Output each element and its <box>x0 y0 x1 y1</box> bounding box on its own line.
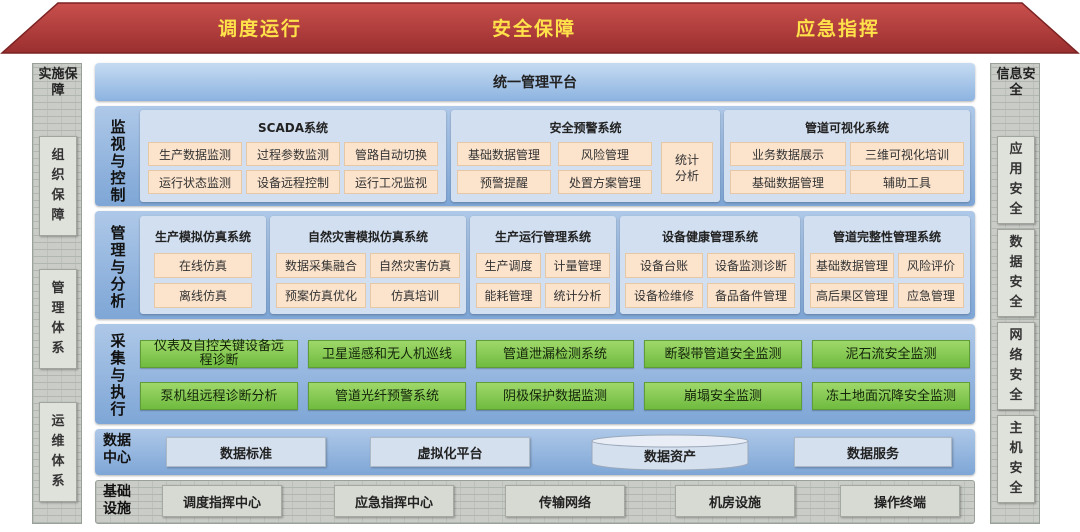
unified-platform-bar: 统一管理平台 <box>95 63 975 101</box>
roof-label-dispatch: 调度运行 <box>218 18 303 40</box>
scada-panel: SCADA系统 生产数据监测 过程参数监测 管路自动切换 运行状态监测 设备远程… <box>140 110 446 202</box>
right-item-host: 主机安全 <box>997 415 1035 503</box>
collect-item: 崩塌安全监测 <box>644 382 802 410</box>
collect-label: 采集与执行 <box>110 332 126 418</box>
data-asset-cylinder-icon <box>591 434 749 471</box>
safety-warning-title: 安全预警系统 <box>549 121 622 135</box>
warning-cell: 预警提醒 <box>457 170 551 194</box>
disaster-sim-title: 自然灾害模拟仿真系统 <box>307 230 428 244</box>
right-column-title: 信息安全 <box>996 67 1036 98</box>
visual-cell: 辅助工具 <box>850 170 964 194</box>
warning-cell: 处置方案管理 <box>558 170 652 194</box>
safety-warning-panel: 安全预警系统 基础数据管理 风险管理 预警提醒 处置方案管理 统计分析 <box>451 110 720 202</box>
server-room-box: 机房设施 <box>675 485 795 517</box>
scada-cell: 生产数据监测 <box>148 142 242 166</box>
emergency-center-box: 应急指挥中心 <box>334 485 454 517</box>
data-standard-box: 数据标准 <box>166 437 326 467</box>
health-cell: 设备检维修 <box>625 283 703 308</box>
disaster-cell: 仿真培训 <box>370 283 460 308</box>
production-sim-panel: 生产模拟仿真系统 在线仿真 离线仿真 <box>140 216 266 314</box>
left-item-organization: 组织保障 <box>39 136 77 236</box>
equipment-health-title: 设备健康管理系统 <box>661 230 758 244</box>
integrity-cell: 基础数据管理 <box>810 253 894 278</box>
ops-cell: 计量管理 <box>545 253 610 278</box>
right-item-application: 应用安全 <box>997 136 1035 224</box>
collect-item: 泥石流安全监测 <box>812 340 970 368</box>
collect-item: 冻土地面沉降安全监测 <box>812 382 970 410</box>
data-asset-label: 数据资产 <box>643 449 696 465</box>
scada-cell: 运行状态监测 <box>148 170 242 194</box>
health-cell: 备品备件管理 <box>707 283 795 308</box>
collect-item: 管道泄漏检测系统 <box>476 340 634 368</box>
right-security-column: 信息安全 应用安全 数据安全 网络安全 主机安全 <box>990 63 1040 524</box>
ops-cell: 能耗管理 <box>476 283 541 308</box>
production-ops-title: 生产运行管理系统 <box>494 230 591 244</box>
ops-cell: 统计分析 <box>545 283 610 308</box>
integrity-cell: 风险评价 <box>898 253 964 278</box>
scada-title: SCADA系统 <box>258 121 328 135</box>
disaster-cell: 数据采集融合 <box>276 253 366 278</box>
warning-cell: 基础数据管理 <box>457 142 551 166</box>
scada-cell: 管路自动切换 <box>344 142 438 166</box>
virtualization-box: 虚拟化平台 <box>370 437 530 467</box>
pipeline-visual-title: 管道可视化系统 <box>804 121 889 135</box>
disaster-cell: 预案仿真优化 <box>276 283 366 308</box>
visual-cell: 基础数据管理 <box>730 170 846 194</box>
sim-cell: 离线仿真 <box>154 283 252 308</box>
infrastructure-label: 基础设施 <box>103 484 131 517</box>
disaster-sim-panel: 自然灾害模拟仿真系统 数据采集融合 自然灾害仿真 预案仿真优化 仿真培训 <box>270 216 466 314</box>
collect-item: 管道光纤预警系统 <box>308 382 466 410</box>
manage-label: 管理与分析 <box>110 224 126 310</box>
scada-cell: 设备远程控制 <box>246 170 340 194</box>
collect-item: 泵机组远程诊断分析 <box>140 382 298 410</box>
roof-banner <box>0 2 1080 54</box>
ops-cell: 生产调度 <box>476 253 541 278</box>
left-column-title: 实施保障 <box>38 67 78 98</box>
roof-label-emergency: 应急指挥 <box>796 18 881 40</box>
equipment-health-panel: 设备健康管理系统 设备台账 设备监测诊断 设备检维修 备品备件管理 <box>620 216 800 314</box>
collect-item: 阴极保护数据监测 <box>476 382 634 410</box>
warning-cell: 风险管理 <box>558 142 652 166</box>
transmission-network-box: 传输网络 <box>505 485 625 517</box>
integrity-cell: 高后果区管理 <box>810 283 894 308</box>
collect-item: 卫星遥感和无人机巡线 <box>308 340 466 368</box>
data-service-box: 数据服务 <box>794 437 952 467</box>
pipeline-visual-panel: 管道可视化系统 业务数据展示 三维可视化培训 基础数据管理 辅助工具 <box>724 110 970 202</box>
collect-item: 仪表及自控关键设备远程诊断 <box>140 340 298 368</box>
integrity-cell: 应急管理 <box>898 283 964 308</box>
visual-cell: 三维可视化培训 <box>850 142 964 166</box>
left-item-management: 管理体系 <box>39 269 77 369</box>
health-cell: 设备台账 <box>625 253 703 278</box>
pipeline-integrity-panel: 管道完整性管理系统 基础数据管理 风险评价 高后果区管理 应急管理 <box>804 216 970 314</box>
left-item-operation: 运维体系 <box>39 402 77 502</box>
sim-cell: 在线仿真 <box>154 253 252 278</box>
scada-cell: 过程参数监测 <box>246 142 340 166</box>
visual-cell: 业务数据展示 <box>730 142 846 166</box>
production-sim-title: 生产模拟仿真系统 <box>154 230 251 244</box>
left-support-column: 实施保障 组织保障 管理体系 运维体系 <box>32 63 82 524</box>
production-ops-panel: 生产运行管理系统 生产调度 计量管理 能耗管理 统计分析 <box>470 216 616 314</box>
disaster-cell: 自然灾害仿真 <box>370 253 460 278</box>
monitor-label: 监视与控制 <box>110 118 126 204</box>
health-cell: 设备监测诊断 <box>707 253 795 278</box>
right-item-network: 网络安全 <box>997 322 1035 410</box>
collect-item: 断裂带管道安全监测 <box>644 340 802 368</box>
right-item-data: 数据安全 <box>997 229 1035 317</box>
operation-terminal-box: 操作终端 <box>840 485 960 517</box>
roof-label-security: 安全保障 <box>492 18 577 40</box>
statistics-analysis-cell: 统计分析 <box>661 142 713 194</box>
pipeline-integrity-title: 管道完整性管理系统 <box>832 230 941 244</box>
scada-cell: 运行工况监视 <box>344 170 438 194</box>
datacenter-label: 数据中心 <box>103 433 131 466</box>
dispatch-center-box: 调度指挥中心 <box>162 485 282 517</box>
